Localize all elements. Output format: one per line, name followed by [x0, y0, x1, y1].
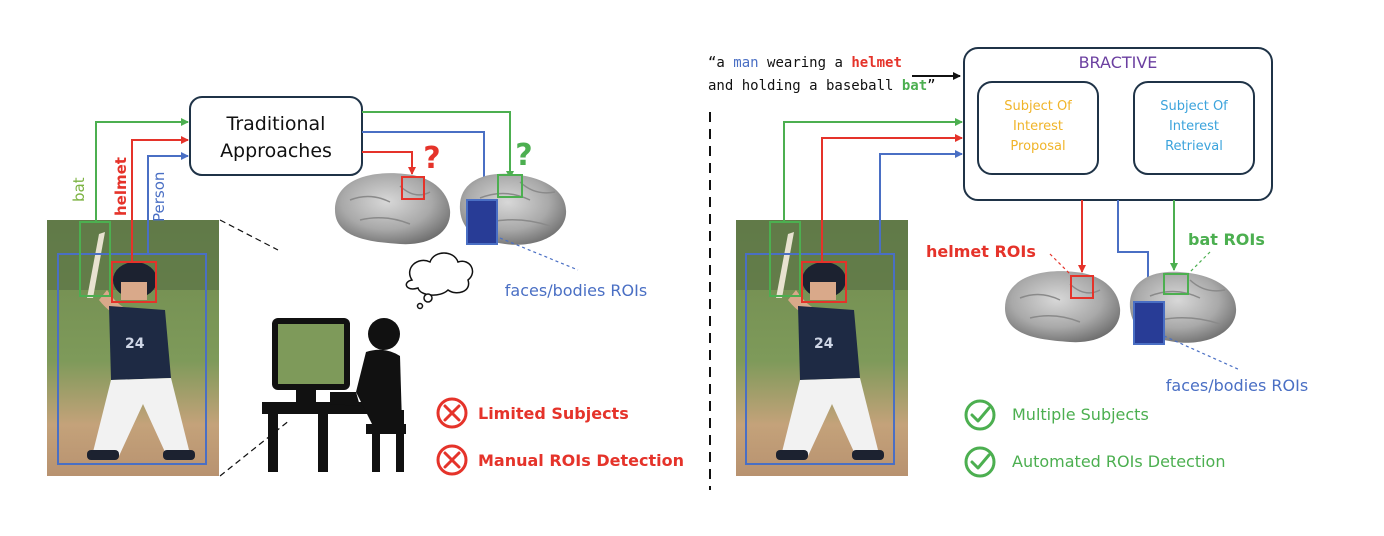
- traditional-line1: Traditional: [226, 113, 326, 135]
- bat-rois-pointer: [1187, 251, 1211, 275]
- helmet-rois-label: helmet ROIs: [926, 242, 1036, 261]
- green-arrow-to-brain-left: [362, 111, 514, 179]
- pro-text-automated: Automated ROIs Detection: [1012, 452, 1225, 471]
- traditional-approaches-box: [189, 96, 363, 176]
- bractive-title: BRACTIVE: [1079, 53, 1158, 72]
- person-arrow-right: [879, 150, 963, 254]
- bat-arrow-left: [95, 118, 189, 222]
- person-at-computer-icon: [262, 318, 406, 472]
- thought-cloud-icon: [405, 252, 474, 310]
- bat-roi-left: [497, 174, 523, 198]
- helmet-rois-pointer: [1049, 253, 1071, 275]
- red-arrow-to-brain-left: [362, 151, 416, 175]
- check-circle-icon: [964, 399, 996, 431]
- zoom-line-top: [219, 219, 279, 251]
- bat-arrow-right: [783, 118, 963, 222]
- person-arrow-left: [147, 152, 189, 254]
- check-circle-icon: [964, 446, 996, 478]
- bat-rois-label: bat ROIs: [1188, 230, 1265, 249]
- proposal-line1: Subject Of: [1004, 99, 1072, 114]
- zoom-line-bottom: [219, 419, 291, 477]
- pro-item-automated: Automated ROIs Detection: [964, 446, 1225, 478]
- helmet-arrow-right: [821, 134, 963, 262]
- pro-item-multiple: Multiple Subjects: [964, 399, 1149, 431]
- brain-left: [334, 172, 567, 246]
- bat-roi-right: [1163, 273, 1189, 295]
- left-panel: bat helmet Person Traditional Approaches…: [47, 96, 684, 477]
- proposal-line3: Proposal: [1010, 139, 1065, 154]
- proposal-box: [977, 81, 1099, 175]
- helmet-roi-left: [401, 176, 425, 200]
- retrieval-line3: Retrieval: [1165, 139, 1223, 154]
- right-panel: “a man wearing a helmet and holding a ba…: [708, 47, 1308, 478]
- helmet-label-left: helmet: [112, 157, 130, 216]
- faces-roi-left: [466, 199, 498, 245]
- person-bbox-right: [745, 253, 895, 465]
- helmet-roi-right: [1070, 275, 1094, 299]
- question-mark-green: ?: [515, 138, 532, 173]
- con-text-manual: Manual ROIs Detection: [478, 451, 684, 470]
- helmet-bbox-right: [801, 261, 847, 303]
- con-text-limited: Limited Subjects: [478, 404, 629, 423]
- con-item-manual: Manual ROIs Detection: [436, 444, 684, 476]
- retrieval-line2: Interest: [1169, 119, 1219, 134]
- question-mark-red: ?: [423, 141, 440, 176]
- faces-roi-right: [1133, 301, 1165, 345]
- caption-line2: and holding a baseball bat”: [708, 78, 936, 94]
- traditional-line2: Approaches: [220, 140, 332, 162]
- brain-right: [1004, 270, 1237, 344]
- faces-bodies-label-right: faces/bodies ROIs: [1166, 376, 1308, 395]
- pro-text-multiple: Multiple Subjects: [1012, 405, 1149, 424]
- helmet-bbox-left: [111, 261, 157, 303]
- caption-line1: “a man wearing a helmet: [708, 55, 902, 71]
- person-label-left: Person: [150, 172, 168, 222]
- blue-arrow-to-brain-left: [362, 131, 488, 197]
- bat-label-left: bat: [70, 177, 88, 202]
- blue-arrow-down-right: [1117, 200, 1152, 297]
- retrieval-line1: Subject Of: [1160, 99, 1228, 114]
- helmet-arrow-left: [131, 136, 189, 262]
- faces-bodies-label-left: faces/bodies ROIs: [505, 281, 647, 300]
- roi-pointer-left: [499, 237, 579, 271]
- proposal-line2: Interest: [1013, 119, 1063, 134]
- retrieval-box: [1133, 81, 1255, 175]
- con-item-limited: Limited Subjects: [436, 397, 629, 429]
- roi-pointer-right: [1163, 335, 1241, 371]
